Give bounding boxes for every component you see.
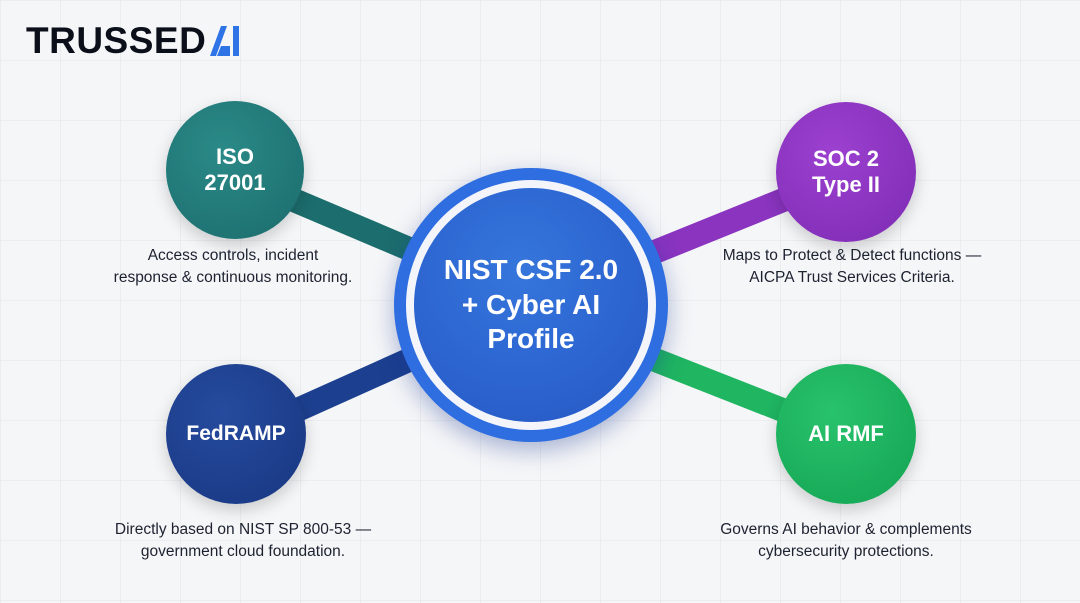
connector-soc [618, 178, 820, 274]
description-line: Maps to Protect & Detect functions — [722, 247, 982, 264]
brand-logo: TRUSSED [26, 20, 242, 60]
description-line: Directly based on NIST SP 800-53 — [114, 521, 372, 538]
node-ai-rmf: AI RMF [776, 364, 916, 504]
description-line: AICPA Trust Services Criteria. [749, 269, 955, 286]
node-label: SOC 2 Type II [811, 145, 881, 197]
brand-name: TRUSSED [26, 19, 207, 61]
node-label: AI RMF [808, 420, 884, 446]
description-line: cybersecurity protections. [758, 543, 934, 560]
description-line: Governs AI behavior & complements [720, 521, 972, 538]
iso-description: Access controls, incident response & con… [73, 245, 393, 289]
node-soc-2-type-ii: SOC 2 Type II [776, 102, 916, 242]
node-iso-27001: ISO 27001 [166, 101, 304, 239]
description-line: response & continuous monitoring. [113, 269, 353, 286]
soc-description: Maps to Protect & Detect functions — AIC… [692, 245, 1012, 289]
description-line: Access controls, incident [147, 247, 319, 264]
node-label: FedRAMP [186, 422, 286, 446]
connector-airmf [618, 338, 820, 432]
description-line: government cloud foundation. [140, 543, 346, 560]
center-node-nist-csf: NIST CSF 2.0 + Cyber AI Profile [414, 188, 648, 422]
node-fedramp: FedRAMP [166, 364, 306, 504]
fedramp-description: Directly based on NIST SP 800-53 — gover… [83, 519, 403, 563]
node-label: ISO 27001 [204, 143, 266, 195]
center-node-label: NIST CSF 2.0 + Cyber AI Profile [443, 254, 619, 355]
ai-rmf-description: Governs AI behavior & complements cybers… [686, 519, 1006, 563]
trussed-ai-mark-icon [210, 26, 240, 56]
